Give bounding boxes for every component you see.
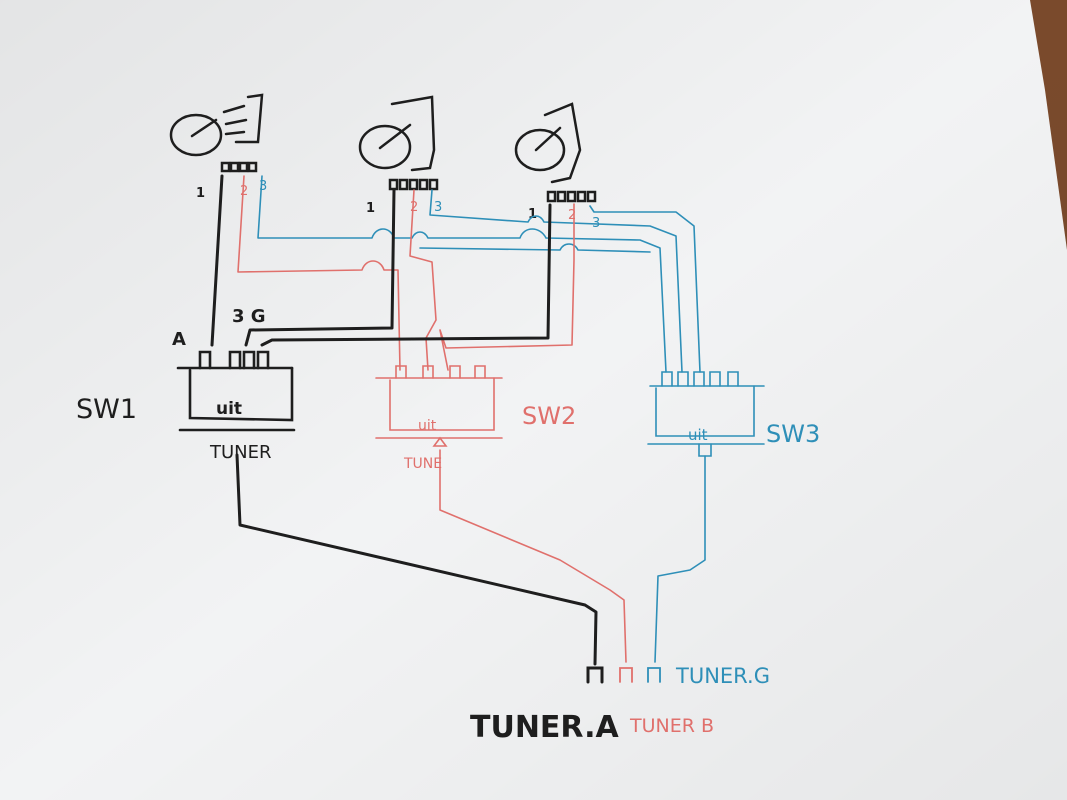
sw3-output-port bbox=[698, 443, 712, 457]
blue-wires bbox=[257, 175, 706, 663]
blue-wire-dish1 bbox=[257, 175, 667, 373]
black-wire-sw1-to-tuner-a bbox=[235, 453, 598, 666]
dish-1 bbox=[169, 93, 264, 173]
sw2-inputs bbox=[395, 365, 486, 379]
switch-sw1 bbox=[176, 350, 296, 432]
black-wire-dish2 bbox=[244, 188, 396, 347]
sw3-out-label: uit bbox=[688, 426, 708, 444]
sw3-name: SW3 bbox=[766, 420, 820, 448]
sw1-tuner-label: TUNER bbox=[209, 442, 272, 463]
tuner-b-label: TUNER B bbox=[629, 715, 714, 737]
dish-2-port-1-label: 1 bbox=[366, 201, 375, 216]
dish-3-bracket bbox=[543, 102, 582, 184]
tuner-connectors bbox=[586, 666, 661, 684]
sw2-name: SW2 bbox=[522, 402, 576, 430]
sw1-out-label: uit bbox=[216, 399, 242, 419]
dish-3-port-2-label: 2 bbox=[568, 208, 576, 223]
sw1-name: SW1 bbox=[76, 394, 137, 425]
dish-1-ports bbox=[220, 161, 258, 173]
blue-wire-crossover bbox=[419, 243, 651, 253]
dish-3-port-1-label: 1 bbox=[528, 207, 537, 222]
dish-1-port-3-label: 3 bbox=[259, 179, 267, 194]
sw2-output-port bbox=[432, 436, 448, 447]
black-wire-dish1 bbox=[210, 174, 224, 347]
dish-3-ports bbox=[546, 190, 597, 203]
tuner-b-connector bbox=[619, 667, 633, 683]
dish-1-beam-lines bbox=[222, 104, 248, 136]
dish-2-port-3-label: 3 bbox=[434, 200, 442, 215]
sw3-inputs bbox=[661, 371, 739, 387]
dish-1-port-1-label: 1 bbox=[196, 186, 205, 201]
dish-2-reflector bbox=[358, 124, 412, 170]
blue-wire-dish3 bbox=[589, 205, 701, 373]
black-wire-dish3 bbox=[260, 203, 552, 347]
dish-3-arm bbox=[534, 126, 562, 152]
sw3-body bbox=[655, 385, 755, 437]
sw1-input-bg-label: 3 G bbox=[232, 306, 266, 327]
dish-2-ports bbox=[388, 178, 439, 191]
blue-wire-dish2 bbox=[429, 189, 683, 373]
sw1-input-a-label: A bbox=[172, 329, 186, 350]
red-wire-sw2-to-tuner-b bbox=[439, 449, 627, 663]
sw1-inputs bbox=[198, 350, 270, 370]
black-wires bbox=[210, 174, 598, 666]
blue-wire-sw3-to-tuner-g bbox=[654, 455, 706, 663]
dish-3-reflector bbox=[514, 128, 566, 172]
red-wire-dish1 bbox=[237, 175, 401, 371]
dish-1-reflector bbox=[169, 113, 223, 157]
dish-2-arm bbox=[378, 123, 412, 150]
tuner-a-connector bbox=[586, 666, 604, 684]
switch-sw3 bbox=[647, 371, 765, 457]
dish-1-port-2-label: 2 bbox=[240, 184, 248, 199]
sw1-body bbox=[188, 366, 294, 422]
tuner-g-label: TUNER.G bbox=[675, 664, 770, 688]
sw2-body bbox=[389, 377, 495, 431]
dish-2-port-2-label: 2 bbox=[410, 200, 418, 215]
sw2-tuner-label: TUNE bbox=[403, 456, 442, 472]
red-wires bbox=[237, 175, 627, 663]
red-wire-dish3 bbox=[439, 203, 575, 371]
dish-2-bracket bbox=[390, 95, 436, 172]
tuner-a-label: TUNER.A bbox=[470, 710, 619, 745]
dish-3 bbox=[514, 102, 597, 203]
dish-1-bracket bbox=[234, 93, 264, 144]
red-wire-dish2 bbox=[409, 189, 437, 371]
dish-2 bbox=[358, 95, 439, 191]
tuner-g-connector bbox=[647, 667, 661, 683]
sw2-out-label: uit bbox=[418, 418, 437, 434]
dish-1-arm bbox=[190, 118, 218, 138]
switch-sw2 bbox=[375, 365, 503, 447]
